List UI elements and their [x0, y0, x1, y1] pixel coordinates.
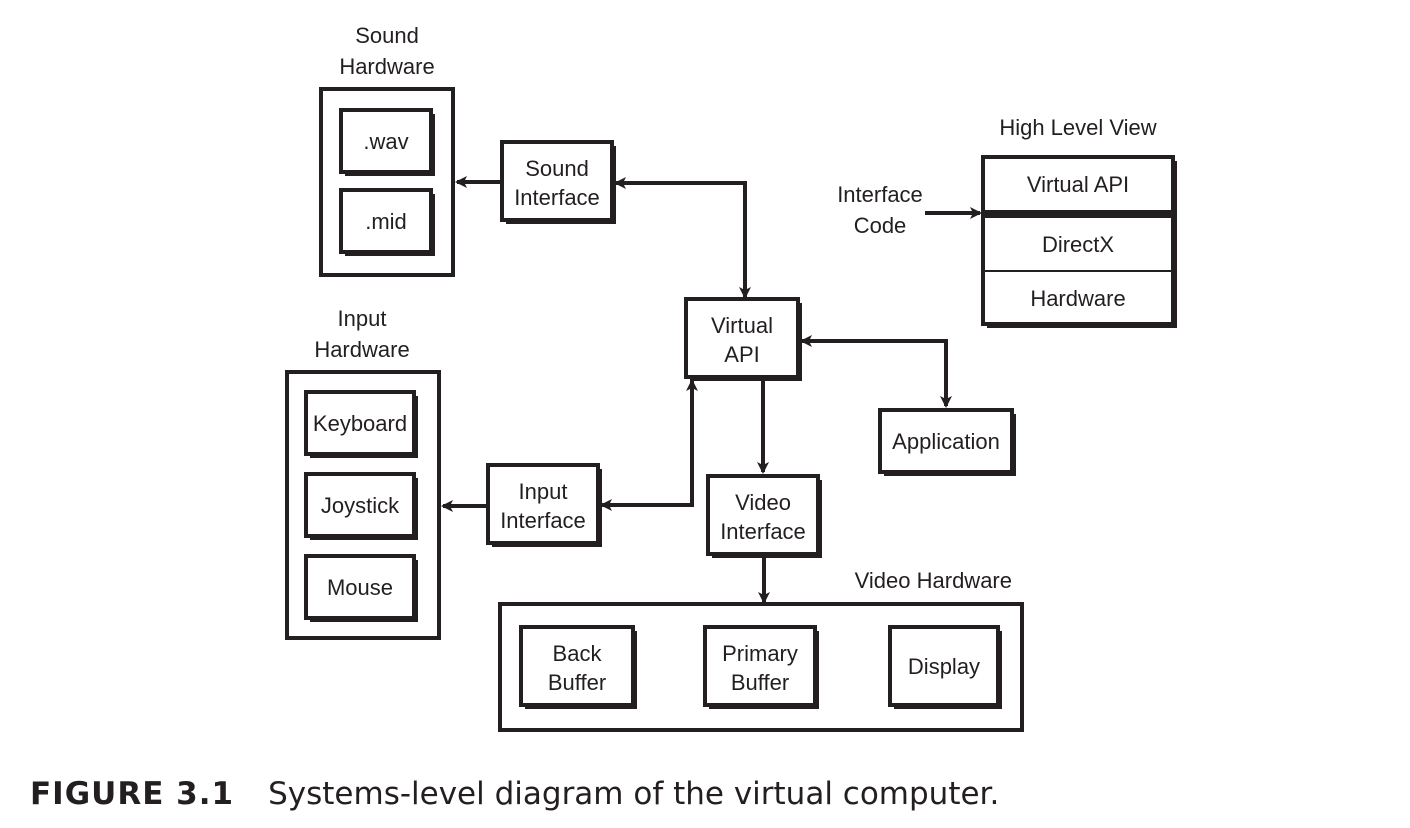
input-hardware-title-line1: Input [338, 306, 387, 331]
sound-item-wav-frame [339, 108, 433, 174]
interface-code-label-line2: Code [854, 213, 907, 238]
video-item-back-label-line1: Back [553, 641, 603, 666]
sound-hardware-title-line1: Sound [355, 23, 419, 48]
figure-caption: FIGURE 3.1 Systems-level diagram of the v… [30, 776, 999, 812]
high-level-view-stack [981, 155, 1177, 328]
edge-virtual-api-application [800, 335, 952, 408]
input-item-keyboard-label: Keyboard [313, 411, 407, 436]
video-interface-node-label-line1: Video [735, 490, 791, 515]
video-hardware-title: Video Hardware [855, 568, 1012, 593]
layer-hardware: Hardware [1030, 286, 1125, 311]
virtual-api-divider [983, 210, 1173, 218]
input-item-mouse-frame [304, 554, 416, 620]
sound-item-wav-label: .wav [363, 129, 408, 154]
video-item-display: Display [888, 625, 1002, 709]
input-item-joystick-label: Joystick [321, 493, 400, 518]
sound-hardware-title-line2: Hardware [339, 54, 434, 79]
input-item-joystick-frame [304, 472, 416, 538]
edges-layer [441, 176, 982, 672]
video-item-primary-label-line2: Buffer [731, 670, 789, 695]
virtual-api-node-label-line1: Virtual [711, 313, 773, 338]
input-item-keyboard: Keyboard [304, 390, 418, 458]
layer-virtual-api: Virtual API [1027, 172, 1129, 197]
layer-directx: DirectX [1042, 232, 1114, 257]
sound-interface-node-label-line1: Sound [525, 156, 589, 181]
input-hardware-title-line2: Hardware [314, 337, 409, 362]
application-node-label: Application [892, 429, 1000, 454]
edge-input-interface-virtual-api [600, 379, 698, 511]
sound-item-mid-label: .mid [365, 209, 407, 234]
sound-item-mid-frame [339, 188, 433, 254]
video-interface-node-frame [706, 474, 820, 556]
video-item-primary-label-line1: Primary [722, 641, 798, 666]
sound-interface-node-label-line2: Interface [514, 185, 600, 210]
virtual-api-node-frame [684, 297, 800, 379]
virtual-api-node-label-line2: API [724, 342, 759, 367]
video-item-primary-frame [703, 625, 817, 707]
input-interface-node-frame [486, 463, 600, 545]
nodes-layer: SoundHardware.wav.midSoundInterfaceVirtu… [285, 23, 1177, 732]
video-item-display-frame [888, 625, 1000, 707]
video-item-back-label-line2: Buffer [548, 670, 606, 695]
application-node-frame [878, 408, 1014, 474]
high-level-view-stack-frame [981, 155, 1175, 326]
input-item-mouse: Mouse [304, 554, 418, 622]
sound-item-wav: .wav [339, 108, 435, 176]
video-item-back-frame [519, 625, 635, 707]
sound-item-mid: .mid [339, 188, 435, 256]
sound-interface-node-frame [500, 140, 614, 222]
application-node: Application [878, 408, 1016, 476]
video-interface-node-label-line2: Interface [720, 519, 806, 544]
figure-number: FIGURE 3.1 [30, 776, 235, 812]
high-level-view-title: High Level View [999, 115, 1156, 140]
interface-code-label-line1: Interface [837, 182, 923, 207]
input-interface-node-label-line2: Interface [500, 508, 586, 533]
input-item-mouse-label: Mouse [327, 575, 393, 600]
figure-caption-text: Systems-level diagram of the virtual com… [268, 776, 1000, 812]
input-item-keyboard-frame [304, 390, 416, 456]
input-item-joystick: Joystick [304, 472, 418, 540]
video-hardware-group: Video HardwareBackBufferPrimaryBufferDis… [498, 568, 1024, 732]
video-item-display-label: Display [908, 654, 980, 679]
edge-virtual-api-sound-interface [614, 177, 751, 299]
input-interface-node-label-line1: Input [519, 479, 568, 504]
